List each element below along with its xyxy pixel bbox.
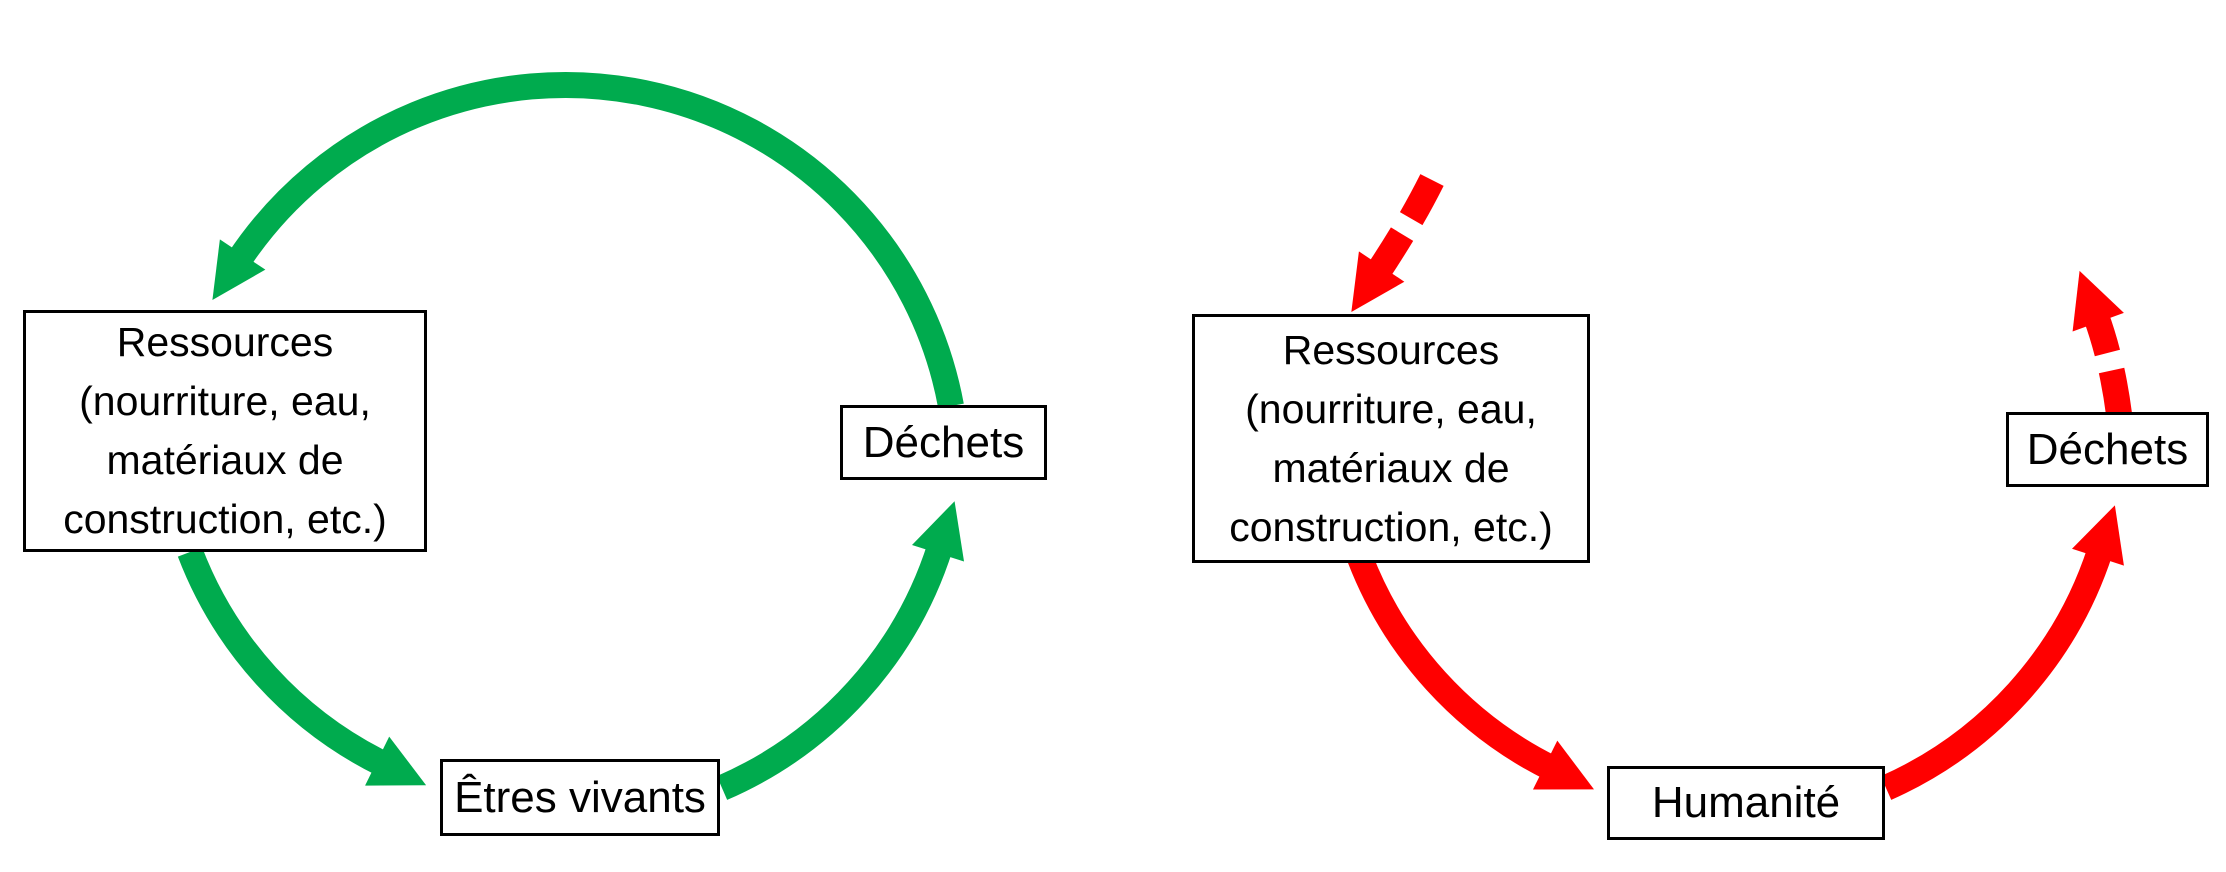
box-dechets-right: Déchets [2006,412,2209,487]
arrow-dechets-to-ressources [212,72,964,409]
box-dechets-left: Déchets [840,405,1047,480]
box-ressources-left-line2: (nourriture, eau, [79,378,371,424]
arrow-humanite-to-dechets [1880,505,2124,800]
box-ressources-right-line3: matériaux de [1272,444,1510,491]
arrow-inflow-to-ressources [1351,174,1444,312]
arrow-ressources-to-humanite [1347,553,1594,790]
arrow-etres-vivants-to-dechets [716,501,965,800]
arrow-ressources-to-etres-vivants [177,547,427,786]
box-ressources-left: Ressources (nourriture, eau, matériaux d… [23,310,427,552]
box-humanite: Humanité [1607,766,1885,840]
box-ressources-right-line1: Ressources [1282,326,1500,373]
box-ressources-left-line3: matériaux de [106,437,344,483]
box-ressources-right-line4: construction, etc.) [1229,503,1553,550]
arrow-dechets-to-outflow [2072,270,2132,416]
box-ressources-left-line1: Ressources [116,319,334,365]
box-ressources-left-line4: construction, etc.) [63,496,387,542]
box-ressources-right-line2: (nourriture, eau, [1245,385,1537,432]
box-ressources-right: Ressources (nourriture, eau, matériaux d… [1192,314,1590,563]
box-etres-vivants: Êtres vivants [440,759,720,836]
